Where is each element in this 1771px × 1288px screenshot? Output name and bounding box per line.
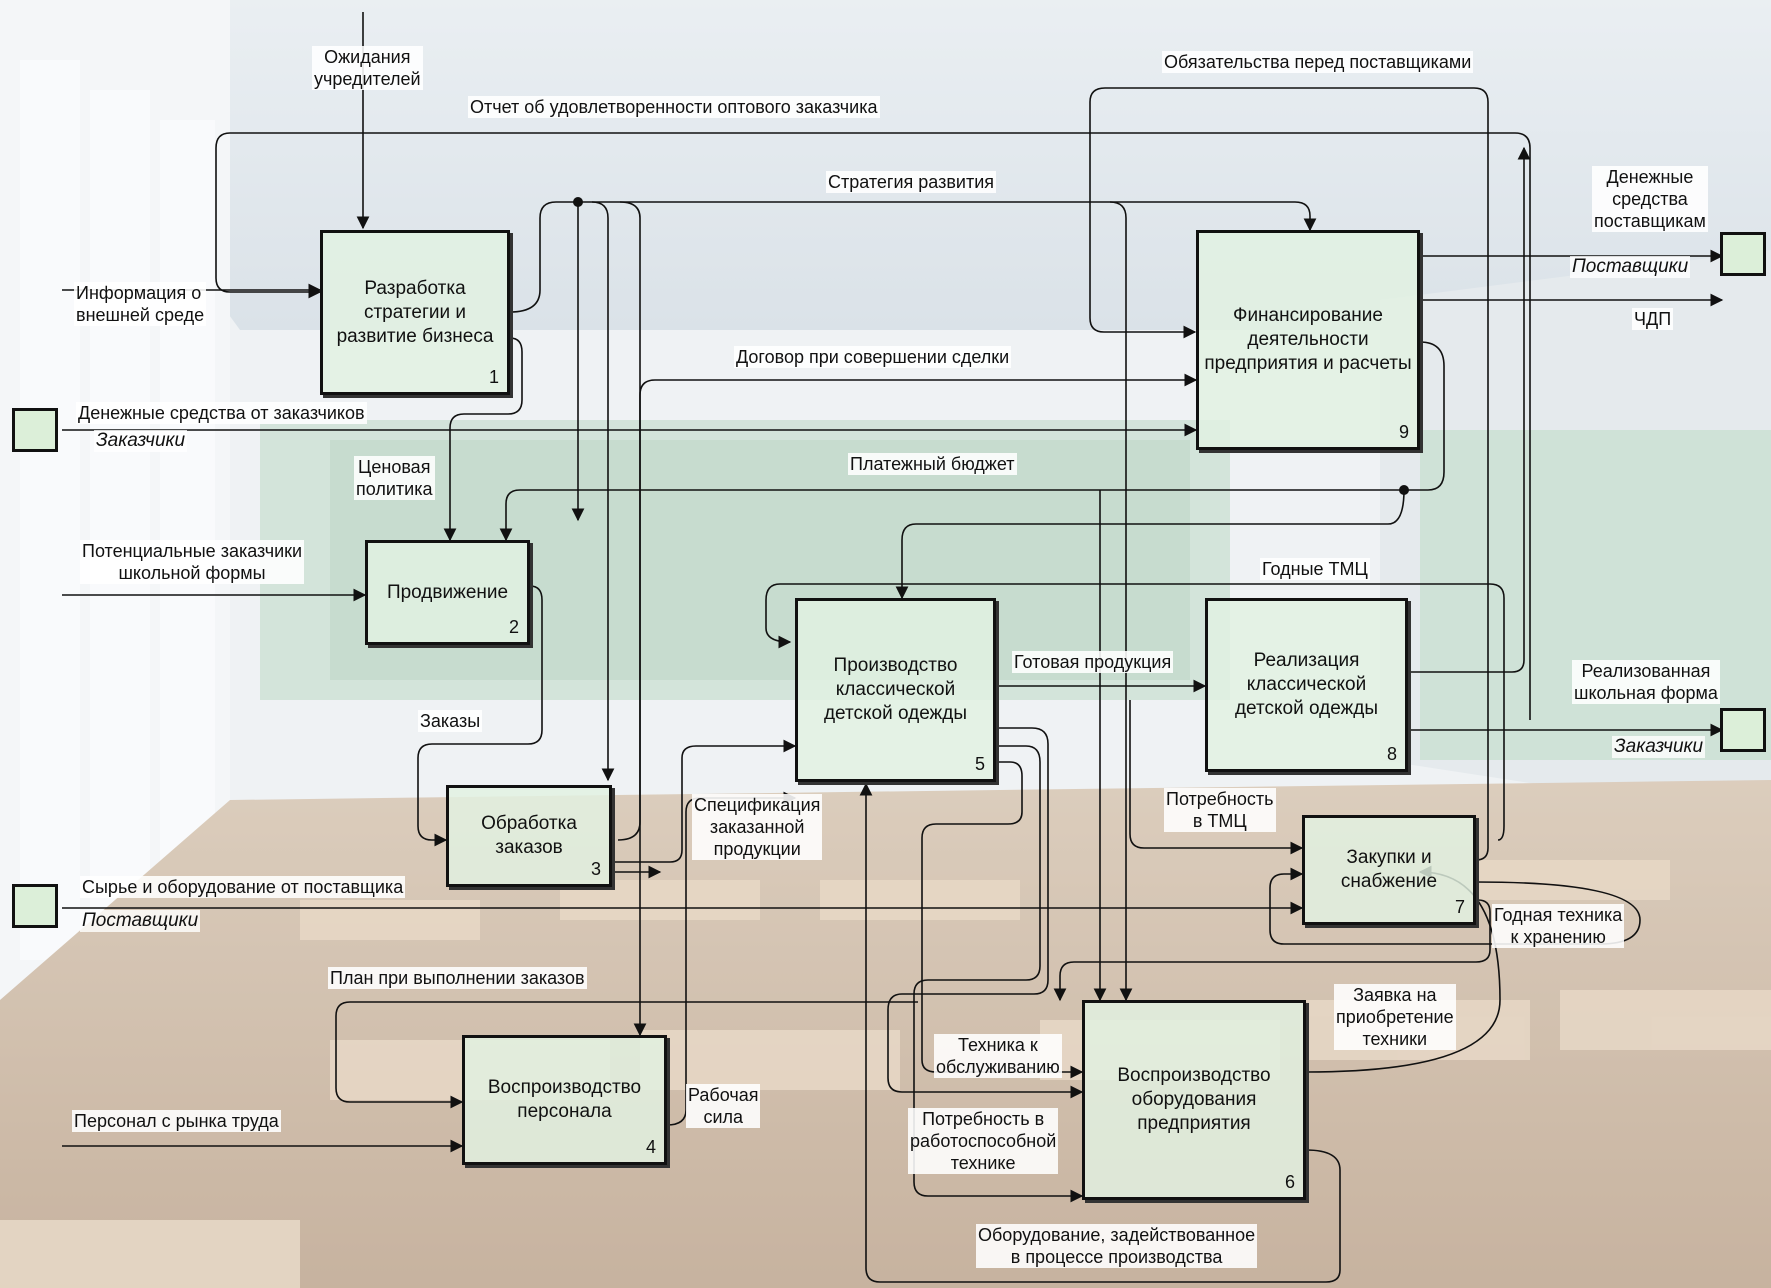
label-money-to-suppliers: Денежные средства поставщикам [1592, 166, 1708, 232]
label-workforce: Рабочая сила [686, 1084, 761, 1128]
arrow-b5-out2 [913, 745, 1084, 1203]
arrow-need-tmc [1129, 700, 1304, 855]
label-development-strategy: Стратегия развития [826, 171, 997, 193]
label-orders: Заказы [418, 710, 483, 732]
arrow-plan [335, 1001, 918, 1109]
label-good-tech-storage: Годная техника к хранению [1492, 904, 1625, 948]
label-payment-budget: Платежный бюджет [848, 453, 1017, 475]
activity-number: 2 [508, 617, 519, 637]
label-production-equipment: Оборудование, задействованное в процессе… [976, 1224, 1258, 1268]
label-deal-contract: Договор при совершении сделки [734, 346, 1012, 368]
arrow-b9-out [499, 341, 1445, 542]
tunnel-customers-left: Заказчики [94, 430, 188, 452]
arrow-good-tmc [765, 583, 1505, 841]
label-price-policy: Ценовая политика [354, 456, 435, 500]
activity-title: Закупки и снабжение [1340, 847, 1438, 892]
activity-box-3[interactable]: Обработка заказов 3 [446, 785, 612, 887]
arrow-strategy-b3 [591, 201, 615, 782]
activity-title: Финансирование деятельности предприятия … [1204, 305, 1412, 374]
activity-box-2[interactable]: Продвижение 2 [365, 540, 530, 645]
label-realized-uniform: Реализованная школьная форма [1572, 660, 1720, 704]
label-external-info: Информация о внешней среде [74, 282, 207, 326]
activity-title: Обработка заказов [481, 813, 577, 858]
activity-number: 3 [590, 859, 601, 879]
tunnel-suppliers-top: Поставщики [1570, 256, 1691, 278]
activity-number: 5 [974, 754, 985, 774]
activity-title: Реализация классической детской одежды [1234, 650, 1379, 719]
activity-number: 4 [645, 1137, 656, 1157]
activity-title: Воспроизводство персонала [487, 1077, 642, 1122]
label-net-cash-flow: ЧДП [1632, 308, 1674, 330]
arrow-b1-b2 [443, 337, 523, 542]
arrow-satisfaction [215, 132, 1531, 720]
activity-title: Продвижение [386, 581, 509, 603]
tunnel-customers-right: Заказчики [1612, 736, 1706, 758]
label-good-tmc: Годные ТМЦ [1260, 558, 1370, 580]
external-customers-left [12, 408, 58, 452]
label-supplier-obligations: Обязательства перед поставщиками [1162, 51, 1474, 73]
arrow-obligations [1089, 87, 1489, 861]
activity-box-5[interactable]: Производство классической детской одежды… [795, 598, 996, 782]
activity-number: 7 [1454, 897, 1465, 917]
arrow-b8-b9 [1408, 146, 1531, 673]
activity-title: Разработка стратегии и развитие бизнеса [336, 277, 494, 347]
label-tmc-need: Потребность в ТМЦ [1164, 788, 1276, 832]
label-labor-market-personnel: Персонал с рынка труда [72, 1110, 281, 1132]
label-tech-need: Потребность в работоспособной технике [908, 1108, 1059, 1174]
label-raw-materials: Сырье и оборудование от поставщика [80, 876, 406, 898]
activity-number: 1 [488, 367, 499, 387]
activity-box-6[interactable]: Воспроизводство оборудования предприятия… [1082, 1000, 1306, 1200]
arrow-b3-b5 [612, 739, 797, 863]
activity-title: Воспроизводство оборудования предприятия [1117, 1065, 1271, 1134]
activity-box-1[interactable]: Разработка стратегии и развитие бизнеса … [320, 230, 510, 395]
arrow-tech-service [921, 761, 1084, 1079]
label-order-plan: План при выполнении заказов [328, 967, 587, 989]
activity-number: 9 [1398, 422, 1409, 442]
arrow-contract [617, 373, 1198, 841]
arrow-b7-b6 [1053, 899, 1491, 1002]
arrow-strategy-b9 [1109, 201, 1133, 1002]
arrow-b2-b3 [417, 585, 543, 847]
arrow-pay-budget-b5 [895, 489, 1405, 600]
label-tech-to-service: Техника к обслуживанию [934, 1034, 1062, 1078]
label-equipment-request: Заявка на приобретение техники [1334, 984, 1456, 1050]
label-founders-expectations: Ожидания учредителей [312, 46, 423, 90]
arrow-b5-out1 [887, 727, 1084, 1099]
label-potential-customers: Потенциальные заказчики школьной формы [80, 540, 305, 584]
activity-box-8[interactable]: Реализация классической детской одежды 8 [1205, 598, 1408, 772]
tunnel-suppliers-left: Поставщики [80, 910, 201, 932]
activity-box-7[interactable]: Закупки и снабжение 7 [1302, 815, 1476, 925]
external-customers-right [1720, 708, 1766, 752]
arrow-b1-output [509, 201, 1317, 313]
label-satisfaction-report: Отчет об удовлетворенности оптового зака… [468, 96, 880, 118]
activity-title: Производство классической детской одежды [823, 655, 968, 724]
label-finished-products: Готовая продукция [1012, 651, 1174, 673]
external-suppliers-left [12, 884, 58, 928]
external-suppliers-right [1720, 232, 1766, 276]
label-money-from-customers: Денежные средства от заказчиков [76, 402, 367, 424]
activity-number: 6 [1284, 1172, 1295, 1192]
arrow-equipment [859, 782, 1341, 1283]
activity-number: 8 [1386, 744, 1397, 764]
activity-box-9[interactable]: Финансирование деятельности предприятия … [1196, 230, 1420, 450]
activity-box-4[interactable]: Воспроизводство персонала 4 [462, 1035, 667, 1165]
arrow-strategy-b4 [619, 201, 647, 1037]
label-order-specification: Спецификация заказанной продукции [692, 794, 823, 860]
